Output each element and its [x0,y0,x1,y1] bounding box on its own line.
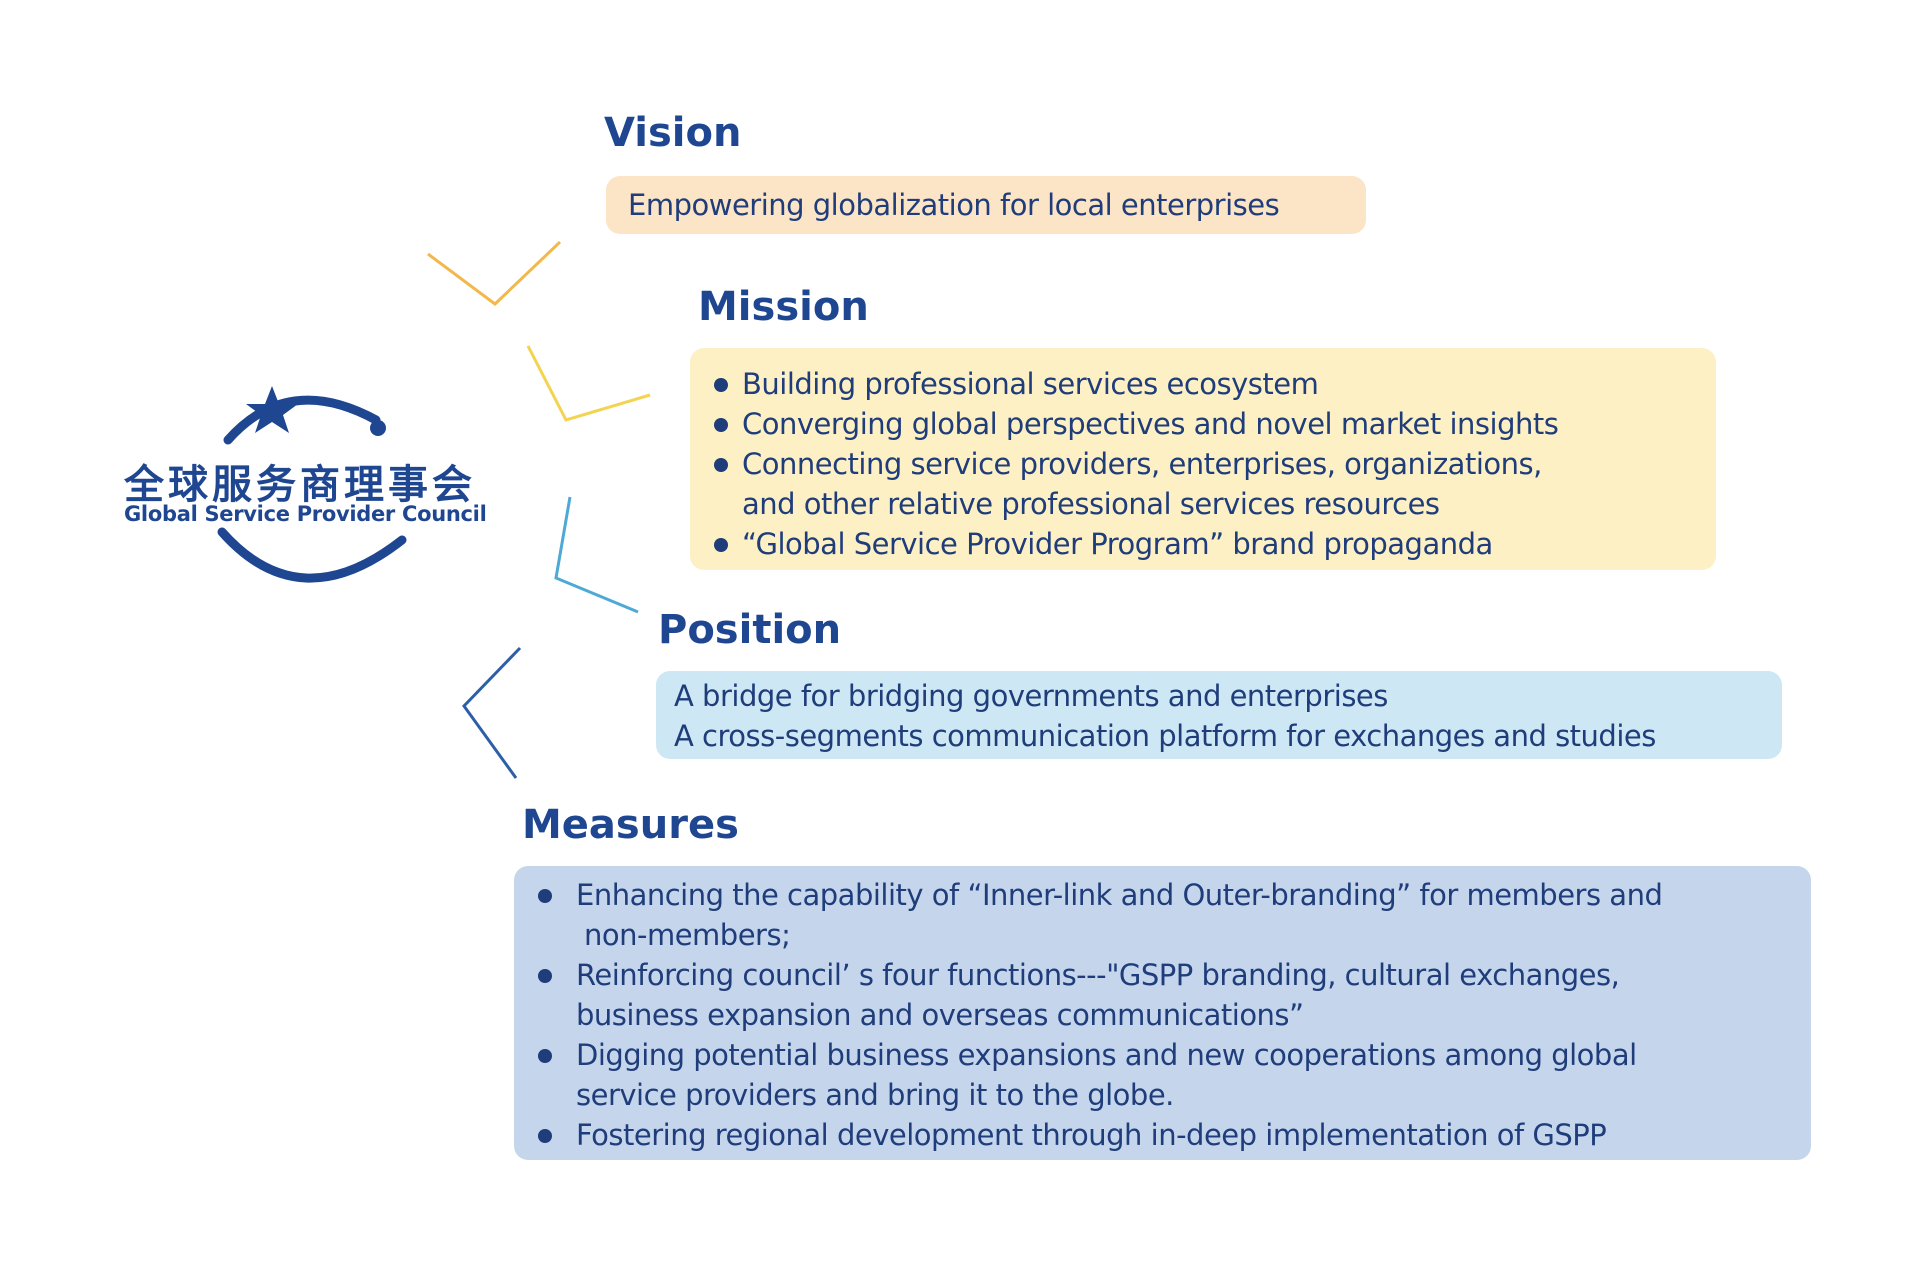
list-item: Converging global perspectives and novel… [708,404,1698,444]
mission-box: Building professional services ecosystem… [690,348,1716,570]
position-box: A bridge for bridging governments and en… [656,671,1782,759]
vision-text: Empowering globalization for local enter… [628,188,1280,222]
logo-chinese-name: 全球服务商理事会 [124,462,476,508]
measures-list: Enhancing the capability of “Inner-link … [532,875,1793,915]
list-item-continuation: business expansion and overseas communic… [576,998,1304,1032]
list-item: Building professional services ecosystem [708,364,1698,404]
list-item: Connecting service providers, enterprise… [708,444,1698,484]
measures-list-3: Digging potential business expansions an… [532,1035,1793,1075]
list-item: Enhancing the capability of “Inner-link … [532,875,1793,915]
mission-connector [526,345,651,422]
measures-list-2: Reinforcing council’ s four functions---… [532,955,1793,995]
position-connector [554,496,639,614]
star-orbit-logo [217,386,407,583]
mission-title: Mission [698,284,869,330]
measures-list-4: Fostering regional development through i… [532,1115,1793,1155]
list-item: Fostering regional development through i… [532,1115,1793,1155]
mission-list: Building professional services ecosystem… [708,364,1698,484]
position-title: Position [658,607,842,653]
list-item-continuation: service providers and bring it to the gl… [576,1078,1174,1112]
vision-title: Vision [604,110,742,156]
measures-connector [462,646,522,779]
list-item: “Global Service Provider Program” brand … [708,524,1698,564]
position-line: A bridge for bridging governments and en… [674,679,1388,713]
position-line: A cross-segments communication platform … [674,719,1656,753]
list-item: Reinforcing council’ s four functions---… [532,955,1793,995]
logo-english-name: Global Service Provider Council [124,502,487,526]
list-item: Digging potential business expansions an… [532,1035,1793,1075]
measures-title: Measures [522,802,739,848]
vision-box: Empowering globalization for local enter… [606,176,1366,234]
list-item-continuation: and other relative professional services… [742,487,1440,521]
measures-box: Enhancing the capability of “Inner-link … [514,866,1811,1160]
vision-connector [427,240,562,306]
mission-list-tail: “Global Service Provider Program” brand … [708,524,1698,564]
list-item-continuation: non-members; [584,918,791,952]
council-logo: 全球服务商理事会 Global Service Provider Council [110,380,510,610]
